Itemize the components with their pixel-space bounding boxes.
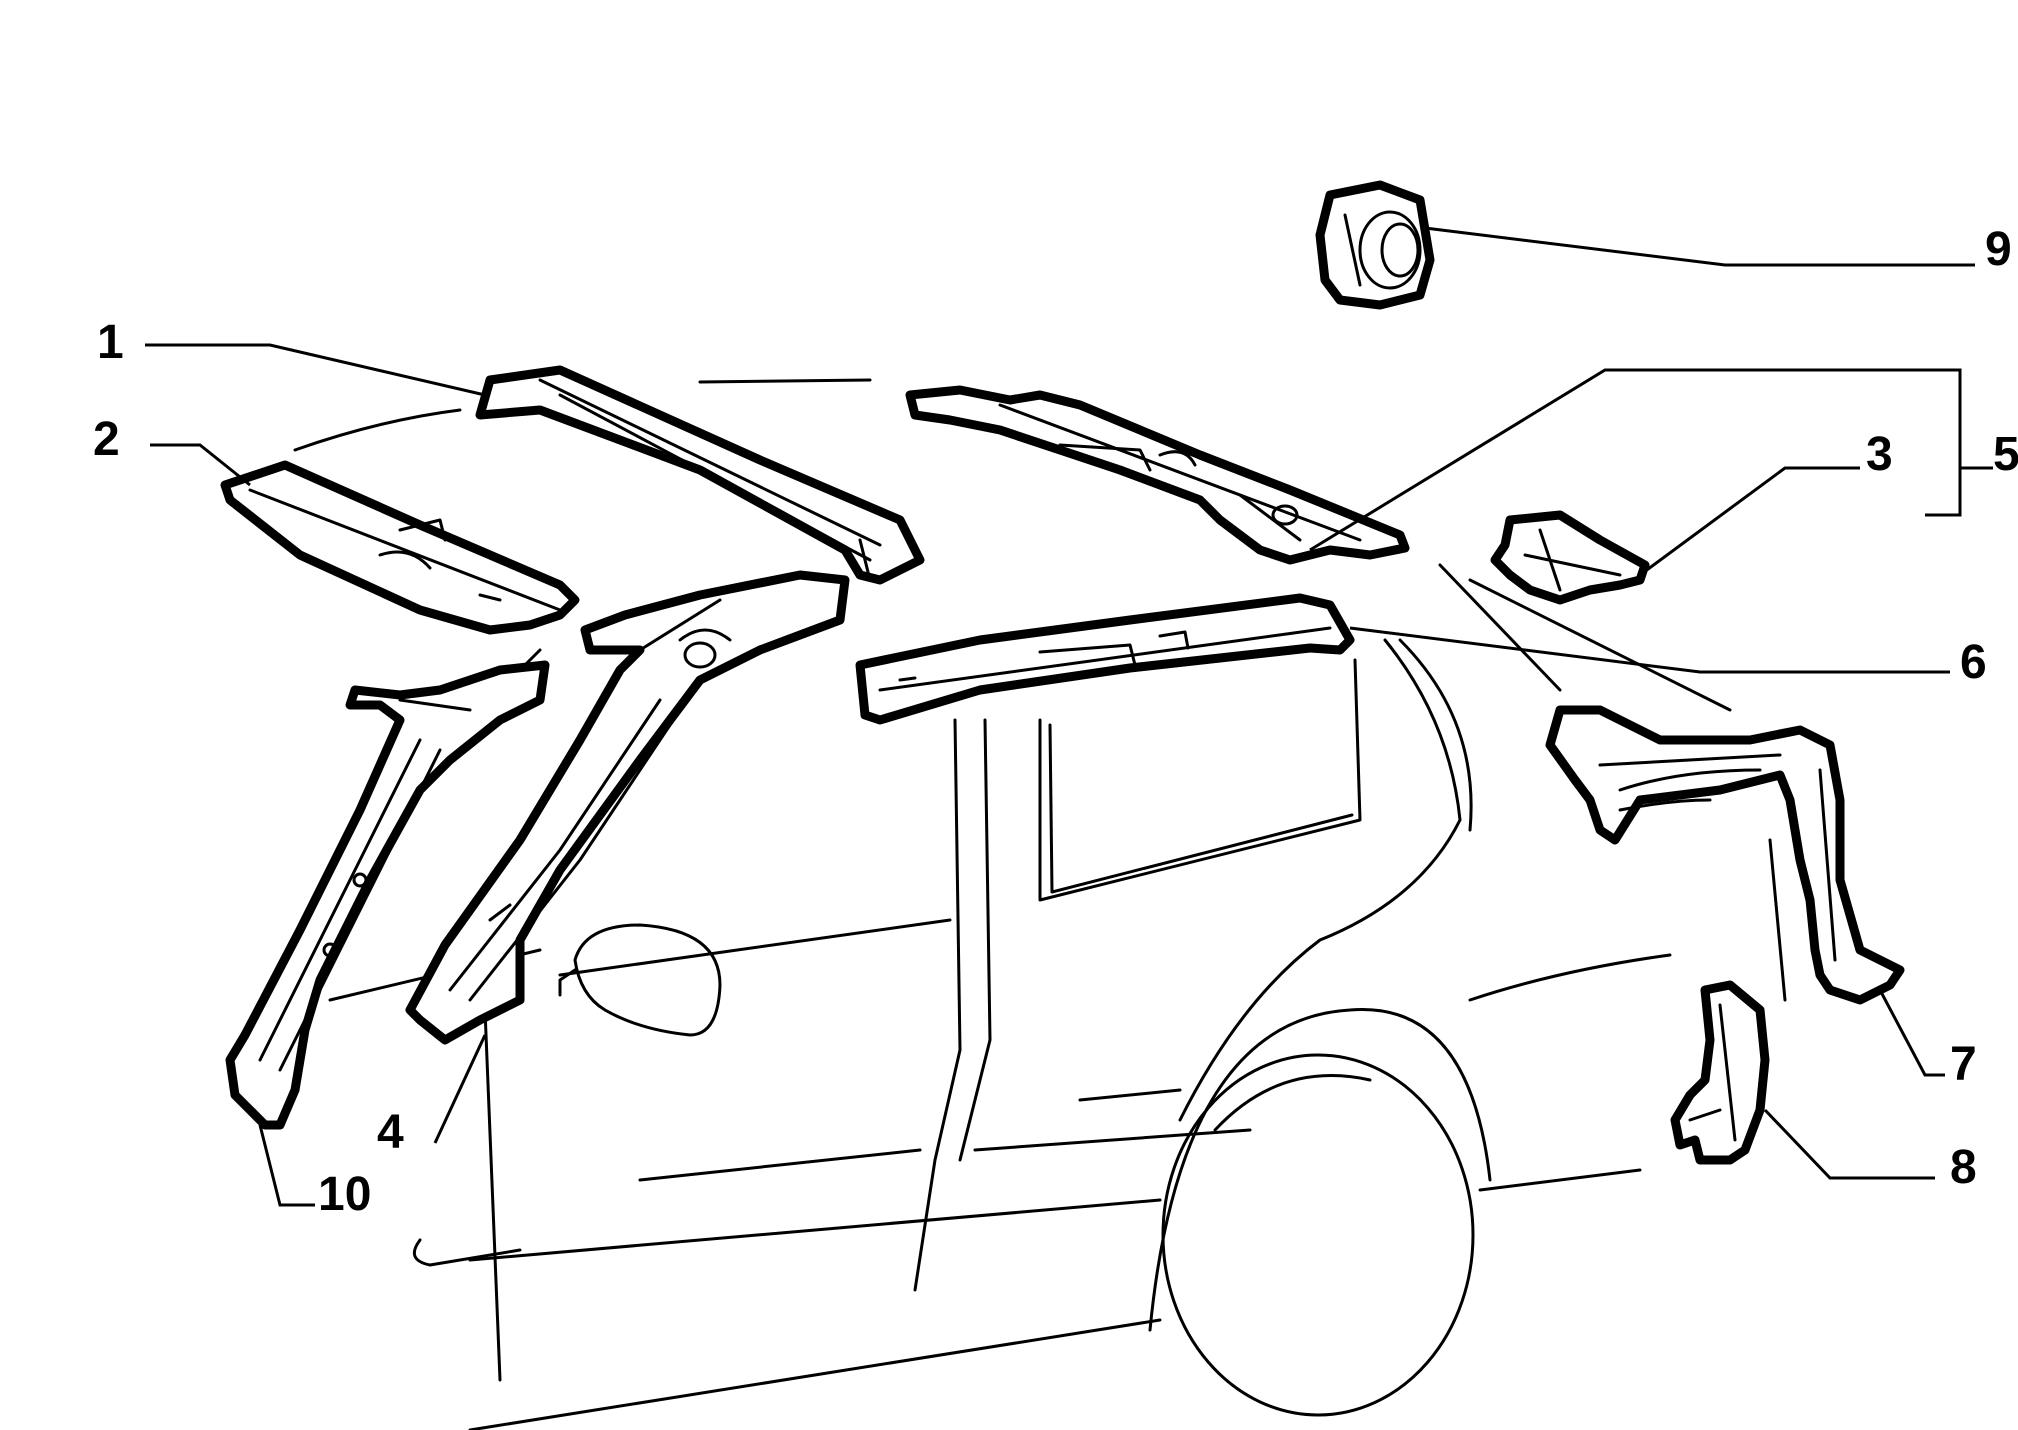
sill-line-lower	[468, 1318, 1162, 1430]
leader-10	[258, 1124, 315, 1207]
leader-7	[1878, 989, 1945, 1077]
leader-3	[1639, 466, 1860, 577]
part-6-roof-side-rail	[855, 593, 1355, 725]
door-line-upper	[558, 918, 952, 977]
rear-glass-line-2	[1468, 578, 1732, 712]
part-1-roof-rail	[475, 365, 925, 585]
tire-inner-arc	[1213, 1074, 1372, 1132]
callout-9: 9	[1985, 223, 2012, 276]
leader-4	[433, 1034, 487, 1144]
leader-9	[1424, 226, 1975, 267]
part-4-a-pillar	[405, 570, 850, 1045]
part-9-fuel-filler-housing	[1315, 180, 1435, 310]
callout-8: 8	[1950, 1141, 1977, 1194]
leader-6	[1349, 626, 1950, 674]
front-fender-trim	[412, 1238, 522, 1267]
wheel-arch	[1148, 1007, 1492, 1332]
door-line-rear	[973, 1128, 1252, 1152]
callout-4: 4	[377, 1106, 404, 1159]
sill-line	[468, 1198, 1162, 1262]
side-mirror-arm	[558, 968, 577, 997]
c-pillar-line	[1178, 638, 1462, 1122]
front-edge	[483, 1008, 502, 1382]
rear-quarter-line-2	[1478, 1168, 1642, 1192]
rear-pillar-down	[1768, 838, 1787, 1002]
part-5-roof-rear-rail	[905, 385, 1410, 565]
roof-line-mid	[698, 378, 872, 384]
door-trim-rear	[1078, 1088, 1182, 1102]
rear-tire	[1161, 1053, 1475, 1417]
callout-6: 6	[1960, 636, 1987, 689]
callout-labels: 1 2 3 4 5 6 7 8 9 10	[93, 223, 2018, 1221]
side-mirror	[573, 923, 722, 1037]
part-7-c-pillar-inner	[1545, 705, 1905, 1005]
part-2-roof-crossmember	[220, 460, 580, 635]
front-door-frame	[913, 718, 962, 1292]
roof-line	[293, 408, 462, 452]
rear-quarter-line	[1468, 953, 1672, 1002]
callout-10: 10	[318, 1168, 371, 1221]
callout-7: 7	[1950, 1038, 1977, 1091]
rear-window-frame-inner	[1048, 723, 1354, 894]
callout-1: 1	[97, 316, 124, 369]
leader-8	[1763, 1108, 1935, 1180]
part-10-b-pillar	[225, 660, 550, 1130]
leader-lines	[145, 226, 1993, 1207]
rear-glass-line	[1438, 563, 1562, 692]
car-body-outline	[293, 378, 1787, 1430]
part-3-rear-corner-bracket	[1490, 510, 1650, 605]
leader-1	[145, 343, 486, 397]
callout-3: 3	[1866, 428, 1893, 481]
callout-5: 5	[1993, 428, 2018, 481]
part-8-rear-lower-bracket	[1670, 980, 1770, 1165]
front-door-frame-inner	[958, 718, 992, 1162]
leader-2	[150, 443, 251, 487]
door-line-lower	[638, 1148, 922, 1182]
rear-window-frame	[1038, 658, 1362, 902]
leader-5	[1309, 368, 1962, 552]
callout-2: 2	[93, 413, 120, 466]
c-pillar-line-inner	[1398, 638, 1473, 832]
